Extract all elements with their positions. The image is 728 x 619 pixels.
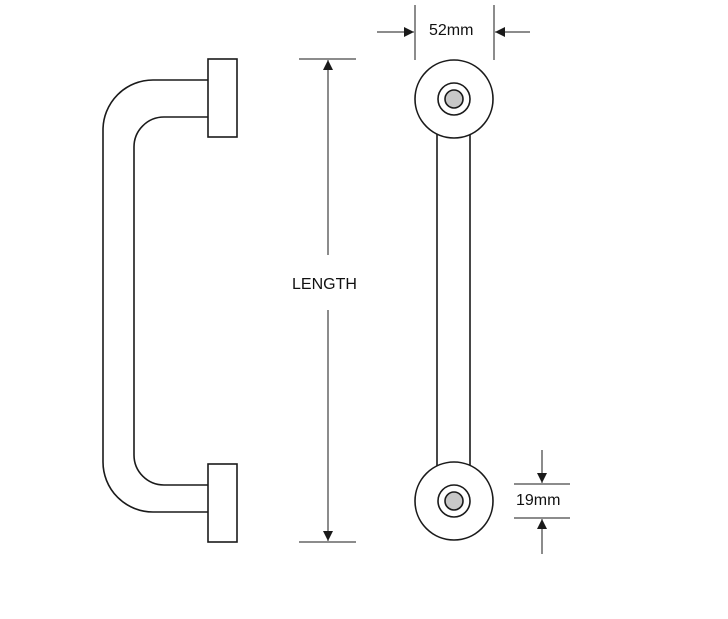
handle-front-top-screw bbox=[444, 89, 464, 109]
handle-front-bar bbox=[436, 124, 471, 476]
length-dimension bbox=[299, 58, 356, 543]
length-dimension-label: LENGTH bbox=[291, 276, 358, 294]
handle-side-view bbox=[102, 58, 238, 543]
handle-side-top-rose bbox=[207, 58, 238, 138]
diameter-dimension bbox=[514, 450, 570, 554]
handle-side-bottom-rose bbox=[207, 463, 238, 543]
handle-side-inner-outline bbox=[133, 116, 208, 486]
diameter-dimension-label: 19mm bbox=[516, 492, 561, 510]
handle-side-outer-outline bbox=[102, 79, 208, 513]
handle-front-view bbox=[414, 59, 494, 541]
handle-front-bottom-screw bbox=[444, 491, 464, 511]
width-dimension-label: 52mm bbox=[429, 22, 474, 40]
width-dimension bbox=[377, 5, 530, 60]
